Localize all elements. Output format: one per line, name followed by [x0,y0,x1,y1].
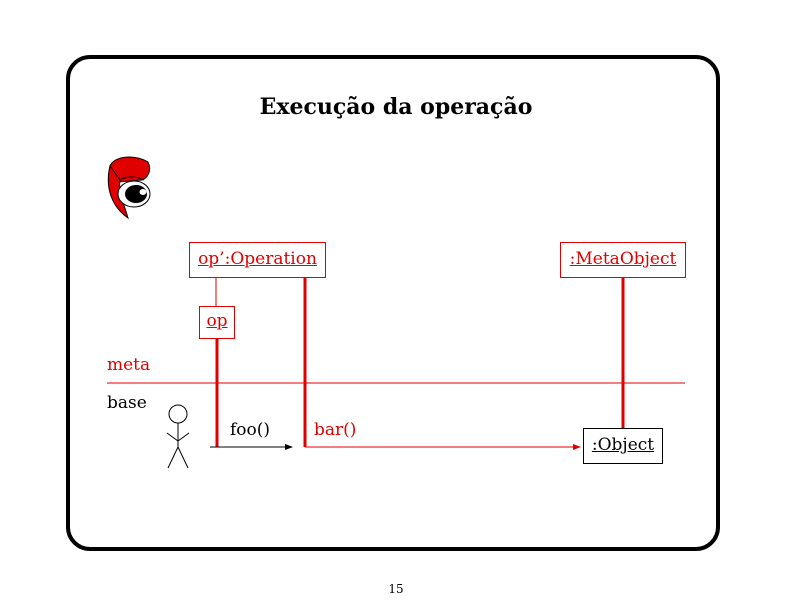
op-object-box: op [199,306,235,339]
meta-level-label: meta [107,355,151,375]
object-label: :Object [591,435,655,455]
actor-stick-figure-icon [166,404,190,469]
operation-object-label: op’:Operation [198,249,317,269]
slide-frame [66,55,720,551]
op-object-label: op [206,311,228,331]
operation-object-class: :Operation [224,249,317,269]
metaobject-label: :MetaObject [569,249,677,269]
foo-message-label: foo() [230,420,271,440]
operation-object-box: op’:Operation [189,242,326,278]
operation-object-prefix: op’ [198,249,225,269]
bar-message-label: bar() [314,420,357,440]
base-level-label: base [107,393,147,413]
slide-title: Execução da operação [259,94,533,120]
page-number: 15 [388,582,404,596]
object-box: :Object [583,428,663,464]
logo-eye-icon [107,156,151,220]
metaobject-box: :MetaObject [560,242,686,278]
